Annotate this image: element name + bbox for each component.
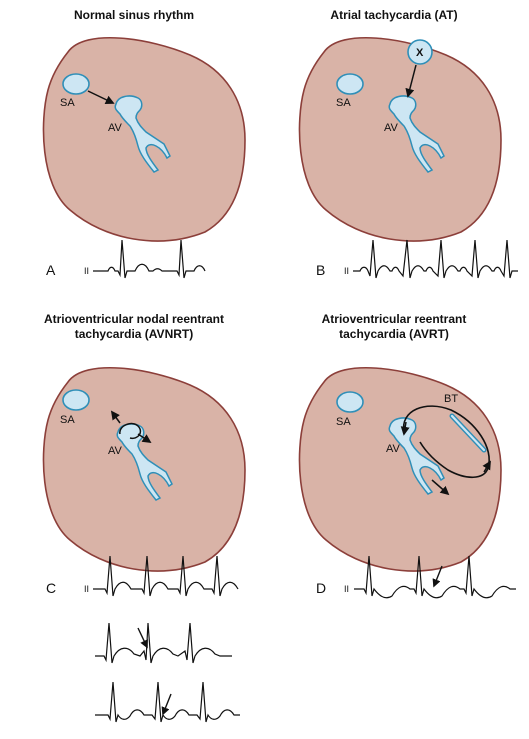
ecg-trace-c1 <box>93 555 239 597</box>
sa-label-c: SA <box>60 414 75 426</box>
antegrade-arrow-c <box>137 433 152 443</box>
ecg-arrow-d <box>432 565 443 588</box>
panel-a: SA AV A II <box>42 36 246 279</box>
panel-letter-b: B <box>316 262 325 278</box>
sa-label-a: SA <box>60 97 75 109</box>
reentry-loop-c <box>119 422 142 440</box>
ectopic-focus-b <box>407 39 433 65</box>
lead-label-a: II <box>84 266 89 276</box>
conduction-arrow-a <box>87 90 115 104</box>
panel-c-title: Atrioventricular nodal reentrant tachyca… <box>4 312 264 342</box>
ecg-trace-c2 <box>95 622 232 664</box>
sa-label-b: SA <box>336 97 351 109</box>
panel-b-title: Atrial tachycardia (AT) <box>330 8 458 22</box>
sa-node-a <box>62 73 90 95</box>
sa-node-b <box>336 73 364 95</box>
panel-letter-c: C <box>46 580 56 596</box>
panel-c: SA AV <box>42 366 246 572</box>
panel-d-title-line2: tachycardia (AVRT) <box>339 327 449 341</box>
panel-b: X SA AV B II <box>298 36 518 279</box>
bt-label-d: BT <box>444 393 458 405</box>
av-label-c: AV <box>108 445 123 457</box>
ectopic-focus-label-b: X <box>416 47 424 59</box>
panel-letter-d: D <box>316 580 326 596</box>
ecg-trace-a <box>93 239 206 279</box>
ecg-trace-c3 <box>95 681 240 723</box>
av-label-b: AV <box>384 122 399 134</box>
ecg-arrow-c2 <box>137 627 148 649</box>
av-node-c <box>116 423 173 501</box>
av-label-d: AV <box>386 443 401 455</box>
ecg-trace-b <box>353 239 518 279</box>
lead-label-b: II <box>344 266 349 276</box>
circuit-arrow-down-d <box>400 421 410 436</box>
circuit-arrow-up-d <box>482 460 491 473</box>
ecg-trace-d <box>354 555 516 599</box>
panel-d-title: Atrioventricular reentrant tachycardia (… <box>264 312 524 342</box>
sa-node-d <box>336 391 364 413</box>
sa-node-c <box>62 389 90 411</box>
retrograde-arrow-c <box>110 410 121 424</box>
conduction-arrow-b <box>405 64 417 98</box>
panel-letter-a: A <box>46 262 56 278</box>
panel-c-title-line1: Atrioventricular nodal reentrant <box>43 312 225 326</box>
av-label-a: AV <box>108 122 123 134</box>
panel-c-title-line2: tachycardia (AVNRT) <box>74 327 194 341</box>
ecg-arrow-c3 <box>161 693 172 716</box>
lead-label-d: II <box>344 584 349 594</box>
panel-a-title: Normal sinus rhythm <box>73 8 195 22</box>
av-node-d <box>388 417 445 495</box>
ventricular-arrow-d <box>431 479 450 496</box>
lead-label-c: II <box>84 584 89 594</box>
bypass-tract-inner-d <box>450 414 486 452</box>
av-node-a <box>114 95 171 173</box>
heart-outline-d <box>298 366 502 572</box>
av-node-b <box>388 95 445 173</box>
heart-outline-b <box>298 36 502 242</box>
panel-d-title-line1: Atrioventricular reentrant <box>321 312 467 326</box>
panel-d: SA AV BT <box>298 366 502 572</box>
sa-label-d: SA <box>336 416 351 428</box>
